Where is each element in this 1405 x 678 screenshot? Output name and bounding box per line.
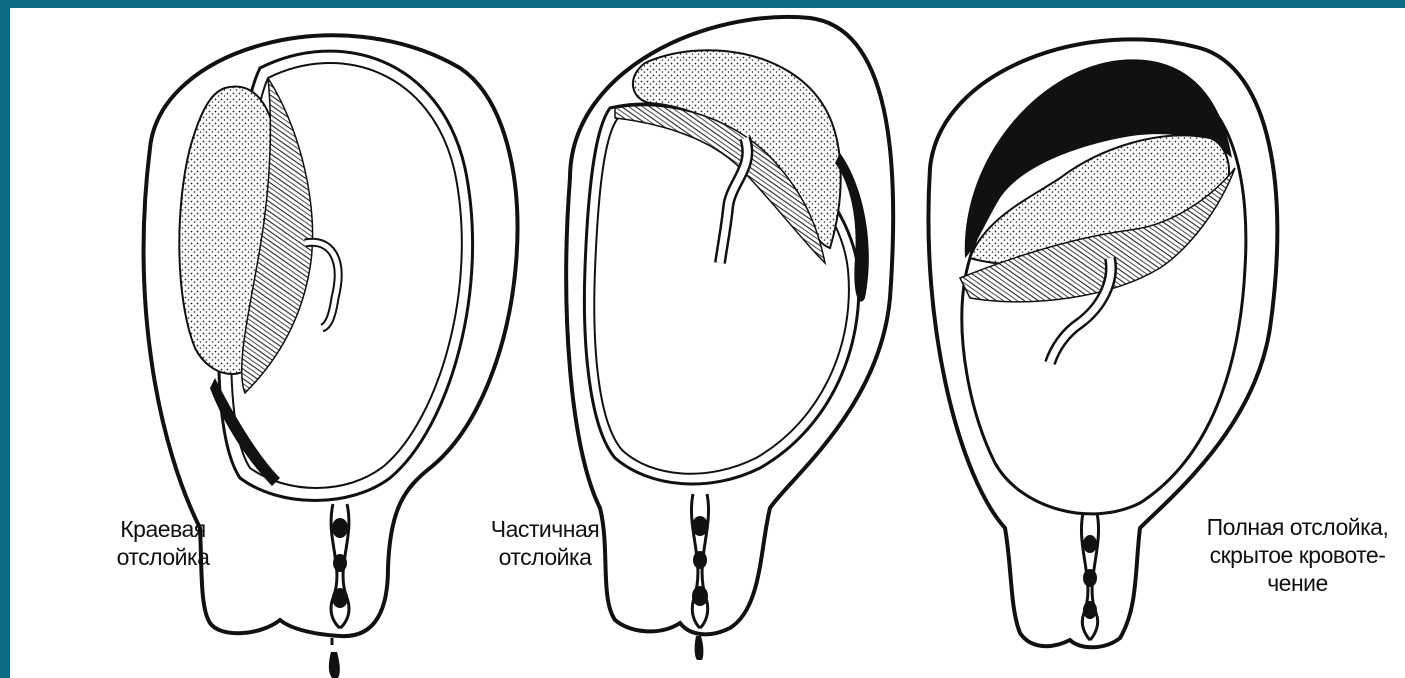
external-bleeding-drop [329,652,340,678]
caption-marginal-abruption: Краевая отслойка [98,515,228,571]
caption-line: скрытое кровоте- [1190,541,1405,569]
caption-line: Краевая [98,515,228,543]
caption-line: отслойка [480,543,610,571]
caption-line: чение [1190,569,1405,597]
panel-marginal-abruption [144,35,518,678]
caption-line: отслойка [98,543,228,571]
external-bleeding-drop [695,636,704,660]
caption-line: Частичная [480,515,610,543]
caption-complete-abruption: Полная отслойка, скрытое кровоте- чение [1190,513,1405,597]
panel-partial-abruption [566,17,893,660]
diagram-canvas: Краевая отслойка Частичная отслойка Полн… [10,8,1405,678]
caption-line: Полная отслойка, [1190,513,1405,541]
caption-partial-abruption: Частичная отслойка [480,515,610,571]
